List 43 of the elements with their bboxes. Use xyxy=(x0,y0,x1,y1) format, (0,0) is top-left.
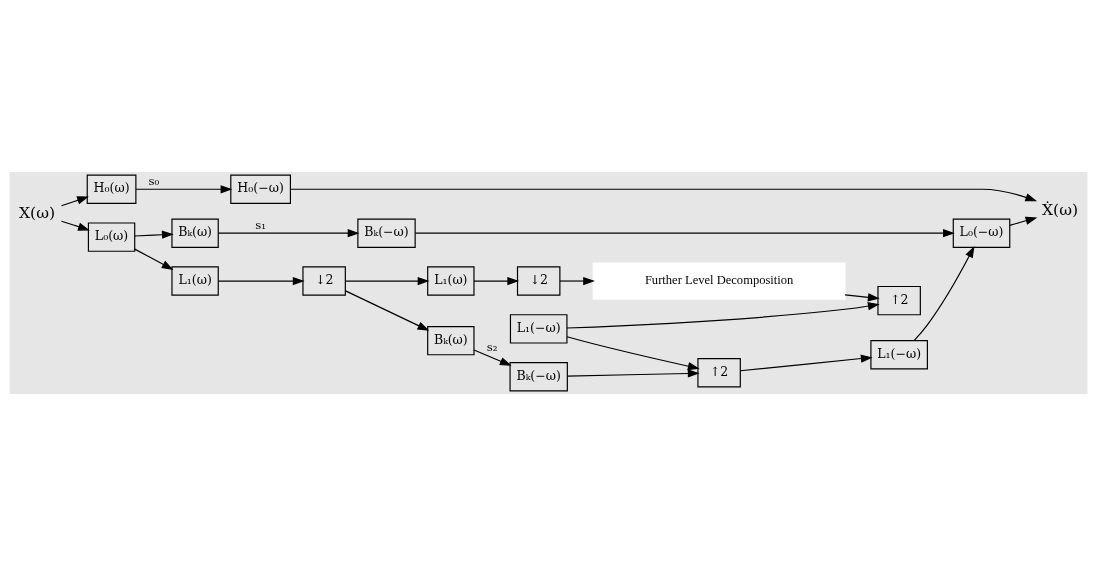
arrow xyxy=(559,276,595,285)
arrow xyxy=(913,245,975,341)
node-box: Bₖ(−ω) xyxy=(509,361,568,391)
node-box: Bₖ(ω) xyxy=(427,325,475,355)
node-text: Ẋ(ω) xyxy=(1041,199,1079,219)
arrow xyxy=(60,195,89,206)
node-box: L₁(ω) xyxy=(171,265,219,296)
arrow xyxy=(1009,216,1038,226)
arrow xyxy=(414,228,955,237)
node-box: Bₖ(−ω) xyxy=(357,218,416,248)
node-box: L₁(−ω) xyxy=(870,339,928,369)
arrow xyxy=(134,230,174,239)
arrow xyxy=(566,368,700,378)
node-box: Further Level Decomposition xyxy=(592,261,846,300)
node-box: ↓2 xyxy=(302,265,346,296)
node-box: ↓2 xyxy=(516,265,561,296)
node-box: L₁(−ω) xyxy=(509,313,568,344)
arrow xyxy=(566,335,700,370)
node-box: L₀(ω) xyxy=(87,221,136,252)
arrow xyxy=(345,289,430,331)
edge-label: s₁ xyxy=(255,217,266,232)
arrow xyxy=(60,220,90,231)
arrow xyxy=(345,276,430,285)
edge-label: s₂ xyxy=(486,339,498,354)
arrow xyxy=(217,276,305,285)
arrow xyxy=(217,228,360,237)
arrow xyxy=(134,248,174,270)
arrow xyxy=(135,184,233,193)
arrow xyxy=(289,188,1038,201)
node-box: H₀(−ω) xyxy=(230,174,291,204)
node-box: ↑2 xyxy=(697,357,741,388)
node-box: Bₖ(ω) xyxy=(171,218,219,248)
node-box: ↑2 xyxy=(877,285,921,315)
arrow xyxy=(473,348,512,366)
arrow xyxy=(473,276,520,285)
arrow xyxy=(566,301,880,329)
edge-label: s₀ xyxy=(148,173,160,188)
arrow xyxy=(844,292,880,301)
node-box: L₀(−ω) xyxy=(952,218,1011,248)
arrow xyxy=(739,353,873,371)
node-text: X(ω) xyxy=(18,202,56,221)
node-box: H₀(ω) xyxy=(86,174,137,204)
node-box: L₁(ω) xyxy=(427,265,475,296)
